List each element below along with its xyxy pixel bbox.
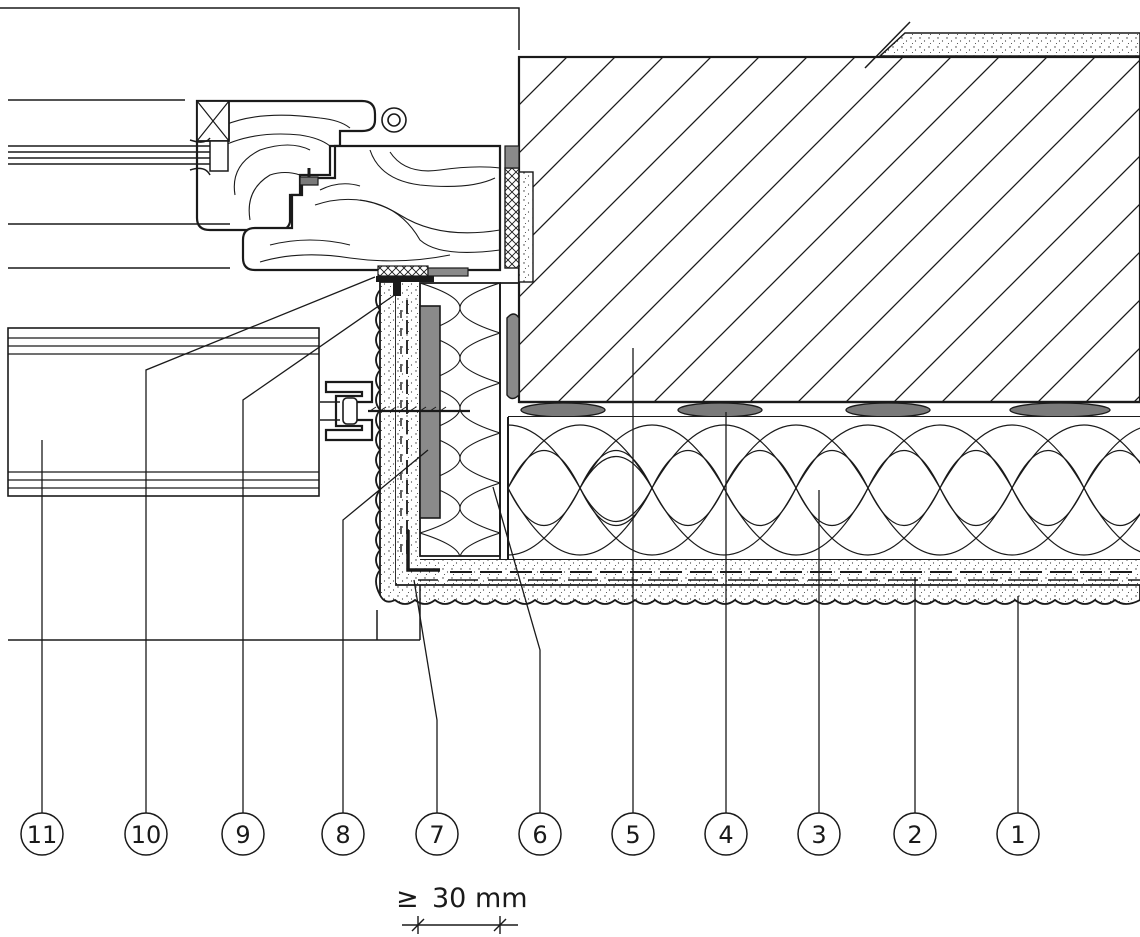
callout-11-label: 11: [27, 821, 58, 849]
callout-7-label: 7: [429, 821, 444, 849]
callout-6: 6: [518, 812, 562, 856]
callout-1: 1: [996, 812, 1040, 856]
callout-3-label: 3: [811, 821, 826, 849]
callout-5: 5: [611, 812, 655, 856]
callout-6-label: 6: [532, 821, 547, 849]
callout-2: 2: [893, 812, 937, 856]
callout-11: 11: [20, 812, 64, 856]
reveal-base-coat: [396, 283, 418, 583]
callout-8-label: 8: [335, 821, 350, 849]
callout-10: 10: [124, 812, 168, 856]
callout-8: 8: [321, 812, 365, 856]
roller-shutter-box: [7, 327, 320, 497]
callout-3: 3: [797, 812, 841, 856]
callout-9-label: 9: [235, 821, 250, 849]
adhesive-dabs: [508, 402, 1140, 418]
callout-4-label: 4: [718, 821, 733, 849]
insulation-layer: [508, 417, 1140, 560]
masonry-wall: [517, 55, 1140, 404]
window-frame: [8, 99, 502, 272]
dimension-annotation: ≥ 30 mm: [396, 883, 528, 934]
callout-5-label: 5: [625, 821, 640, 849]
callout-4: 4: [704, 812, 748, 856]
starter-profile: [320, 380, 374, 442]
callout-1-label: 1: [1010, 821, 1025, 849]
base-coat-mesh: [400, 560, 1140, 585]
leader-lines: [41, 276, 1019, 818]
callout-2-label: 2: [907, 821, 922, 849]
screw-fastener: [368, 406, 470, 413]
backer-rod: [506, 313, 520, 400]
corner-profile: [406, 530, 440, 572]
callout-7: 7: [415, 812, 459, 856]
finish-render: [375, 281, 1140, 605]
callout-10-label: 10: [131, 821, 162, 849]
dimension-symbol: ≥: [396, 883, 419, 914]
sealing-tape: [376, 145, 534, 296]
callout-9: 9: [221, 812, 265, 856]
interior-lines: [0, 7, 520, 641]
callout-markers: 1 2 3 4 5 6 7 8: [20, 812, 1040, 856]
dimension-value: 30 mm: [432, 883, 528, 914]
